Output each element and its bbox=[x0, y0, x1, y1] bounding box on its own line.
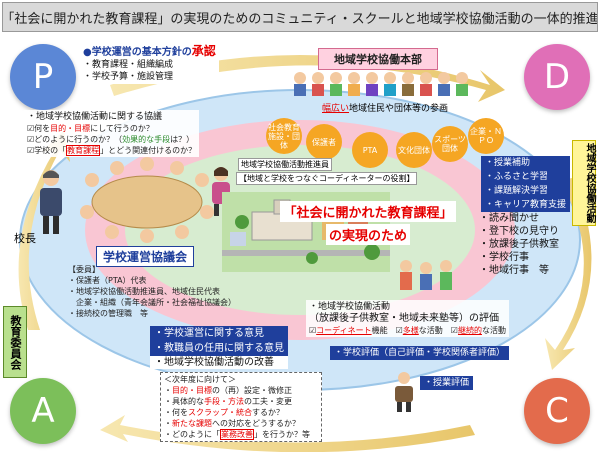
activity-item: ・放課後子供教室 bbox=[479, 239, 559, 250]
consult-title: ・地域学校協働活動に関する協議 bbox=[27, 112, 163, 122]
opinions-box: ・学校運営に関する意見 ・教職員の任用に関する意見 ・地域学校協働活動の改善 bbox=[150, 326, 288, 369]
council-members: 【委員】 ・保護者（PTA）代表 ・地域学校協働活動推進員、地域住民代表 企業・… bbox=[68, 264, 236, 319]
school-evaluation: ・学校評価（自己評価・学校関係者評価） bbox=[330, 346, 510, 360]
activity-item: ・登下校の見守り bbox=[479, 226, 559, 237]
evaluation-criteria: ☑コーディネート機能 ☑多様な活動 ☑継続的な活動 bbox=[309, 326, 506, 335]
bubble-company-npo: 企業・ＮＰＯ bbox=[468, 118, 504, 154]
member-item: ・地域学校協働活動推進員、地域住民代表 bbox=[68, 287, 220, 296]
plan-circle: P bbox=[10, 44, 76, 110]
plan-heading-emphasis: 承認 bbox=[191, 44, 216, 58]
promoter-label: 地域学校協働活動推進員 bbox=[238, 158, 332, 171]
check-letter: C bbox=[545, 391, 569, 431]
plan-item: ・教育課程・組織編成 bbox=[83, 60, 174, 70]
next-year-item: ・何をスクラップ・統合するか？ bbox=[164, 408, 284, 417]
promoter-role: 【地域と学校をつなぐコーディネーターの役割】 bbox=[236, 172, 418, 185]
bubble-social-education: 社会教育施設・団体 bbox=[266, 118, 302, 154]
community-people bbox=[294, 72, 468, 96]
activity-item: ・読み聞かせ bbox=[479, 213, 539, 224]
teacher-figure bbox=[395, 372, 413, 412]
next-year-item: ・具体的な手段・方法の工夫・変更 bbox=[164, 397, 292, 406]
bubble-culture: 文化団体 bbox=[396, 132, 432, 168]
activities-plain-list: ・読み聞かせ ・登下校の見守り ・放課後子供教室 ・学校行事 ・地域行事 等 bbox=[479, 212, 559, 277]
consult-q2: ☑どのように行うのか？（効果的な手段は？） bbox=[27, 135, 195, 144]
opinion-item: ・学校運営に関する意見 bbox=[150, 326, 288, 341]
council-meeting-illustration bbox=[80, 157, 214, 243]
member-item: ・接続校の管理職 等 bbox=[68, 309, 148, 318]
council-label: 学校運営協議会 bbox=[96, 246, 195, 267]
bubble-pta: PTA bbox=[352, 132, 388, 168]
consult-box: ・地域学校協働活動に関する協議 ☑何を目的・目標にして行うのか？ ☑どのように行… bbox=[24, 110, 200, 157]
activities-vertical-label: 地域学校協働活動 bbox=[572, 140, 596, 226]
plan-letter: P bbox=[32, 57, 54, 97]
member-item: 企業・組織（青年会議所・社会福祉協議会） bbox=[68, 298, 236, 307]
bubble-sports: スポーツ団体 bbox=[432, 126, 468, 162]
principal-label: 校長 bbox=[14, 232, 36, 245]
consult-q1: ☑何を目的・目標にして行うのか？ bbox=[27, 124, 154, 133]
members-heading: 【委員】 bbox=[68, 265, 100, 274]
arrow-c-to-a bbox=[100, 415, 475, 452]
participation-text: 幅広い地域住民や団体等の参画 bbox=[322, 104, 449, 114]
slogan-line1: 「社会に開かれた教育課程」 bbox=[280, 201, 456, 222]
activities-boxed-list: ・授業補助 ・ふるさと学習 ・課題解決学習 ・キャリア教育支援 bbox=[481, 156, 571, 212]
member-item: ・保護者（PTA）代表 bbox=[68, 276, 147, 285]
activity-item: ・課題解決学習 bbox=[481, 184, 571, 198]
do-circle: D bbox=[524, 44, 590, 110]
evaluation-box: ・地域学校協働活動 （放課後子供教室・地域未来塾等）の評価 ☑コーディネート機能… bbox=[306, 300, 509, 337]
slogan-line2: の実現のため bbox=[325, 224, 410, 245]
title-bar: 「社会に開かれた教育課程」の実現のためのコミュニティ・スクールと地域学校協働活動… bbox=[2, 2, 598, 32]
next-year-box: ＜次年度に向けて＞ ・目的・目標の（再）設定・微修正 ・具体的な手段・方法の工夫… bbox=[160, 372, 322, 442]
next-year-heading: ＜次年度に向けて＞ bbox=[164, 375, 236, 384]
children-illustration bbox=[400, 260, 452, 290]
do-letter: D bbox=[543, 57, 571, 97]
hq-label: 地域学校協働本部 bbox=[318, 48, 438, 70]
check-circle: C bbox=[524, 378, 590, 444]
activity-item: ・学校行事 bbox=[479, 252, 529, 263]
next-year-item: ・目的・目標の（再）設定・微修正 bbox=[164, 386, 292, 395]
opinion-item: ・地域学校協働活動の改善 bbox=[150, 356, 288, 369]
arrow-d-to-c bbox=[545, 178, 592, 370]
page-title: 「社会に開かれた教育課程」の実現のためのコミュニティ・スクールと地域学校協働活動… bbox=[2, 11, 598, 27]
next-year-item: ・どのように「業務改善」を行うか？等 bbox=[164, 429, 310, 440]
plan-heading: ●学校運営の基本方針の承認 bbox=[83, 45, 216, 59]
evaluation-line: ・地域学校協働活動 bbox=[309, 302, 391, 312]
plan-box: ●学校運営の基本方針の承認 ・教育課程・組織編成 ・学校予算・施設管理 bbox=[80, 44, 219, 84]
next-year-item: ・新たな課題への対応をどうするか？ bbox=[164, 419, 300, 428]
activity-item: ・キャリア教育支援 bbox=[481, 198, 571, 212]
activity-item: ・授業補助 bbox=[481, 156, 571, 170]
activity-item: ・ふるさと学習 bbox=[481, 170, 571, 184]
plan-item: ・学校予算・施設管理 bbox=[83, 72, 174, 82]
bubble-guardians: 保護者 bbox=[306, 124, 342, 160]
consult-q3: ☑学校の「教育課程」とどう関連付けるのか？ bbox=[27, 145, 197, 156]
act-letter: A bbox=[31, 391, 55, 431]
plan-heading-prefix: ●学校運営の基本方針の bbox=[83, 47, 192, 58]
opinion-item: ・教職員の任用に関する意見 bbox=[150, 341, 288, 356]
board-of-education: 教育委員会 bbox=[3, 306, 27, 378]
principal-figure bbox=[40, 170, 62, 234]
activity-item: ・地域行事 等 bbox=[479, 265, 549, 276]
lesson-evaluation: ・授業評価 bbox=[420, 376, 474, 390]
act-circle: A bbox=[10, 378, 76, 444]
center-slogan: 「社会に開かれた教育課程」 の実現のため bbox=[268, 201, 468, 245]
evaluation-line: （放課後子供教室・地域未来塾等）の評価 bbox=[309, 313, 499, 324]
